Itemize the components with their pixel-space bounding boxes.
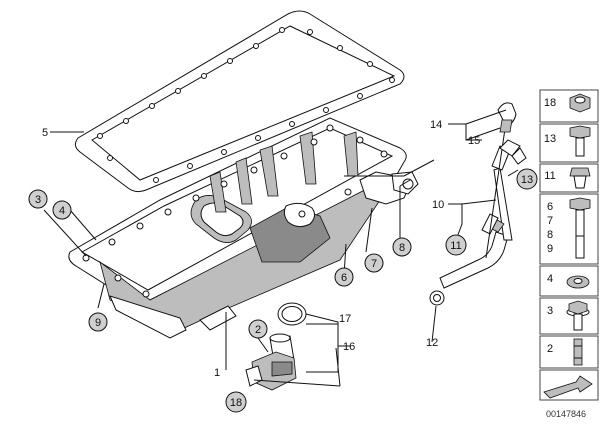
callout-bubbles: 3 4 9 2 18 6 7 8 xyxy=(28,168,538,413)
svg-text:13: 13 xyxy=(521,174,533,186)
callout-labels: 5 1 17 16 10 14 15 12 xyxy=(42,119,480,379)
gasket-holes xyxy=(97,27,395,183)
callout-15: 15 xyxy=(468,135,480,147)
svg-text:3: 3 xyxy=(35,194,41,206)
svg-text:8: 8 xyxy=(399,242,405,254)
callout-9: 9 xyxy=(88,312,108,332)
panel-row-2: 2 xyxy=(539,335,599,369)
panel-row-11: 11 xyxy=(539,163,599,193)
svg-text:13: 13 xyxy=(544,133,556,145)
hex-nut-icon xyxy=(569,93,591,113)
callout-4: 4 xyxy=(52,200,72,220)
callout-7: 7 xyxy=(364,253,384,273)
svg-text:7: 7 xyxy=(371,258,377,270)
panel-row-13: 13 xyxy=(539,123,599,163)
svg-text:11: 11 xyxy=(450,240,461,252)
sealing-ring xyxy=(429,290,445,306)
arrow-plate-icon xyxy=(543,375,593,399)
callout-18: 18 xyxy=(225,391,247,413)
plug-clip-icon xyxy=(569,167,591,189)
svg-text:6: 6 xyxy=(547,201,553,213)
panel-row-3: 3 xyxy=(539,297,599,335)
svg-text:11: 11 xyxy=(544,170,555,182)
svg-text:2: 2 xyxy=(547,343,553,355)
svg-text:3: 3 xyxy=(547,305,553,317)
svg-text:9: 9 xyxy=(547,243,553,255)
washer-icon xyxy=(566,275,590,289)
long-bolt-icon xyxy=(569,197,591,259)
callout-13: 13 xyxy=(516,168,538,190)
svg-text:9: 9 xyxy=(95,317,101,329)
callout-3: 3 xyxy=(28,189,48,209)
flange-bolt-icon xyxy=(566,300,590,331)
svg-text:4: 4 xyxy=(547,273,553,285)
oil-pan-gasket xyxy=(74,10,405,193)
oil-pan xyxy=(68,117,419,339)
callout-14: 14 xyxy=(430,119,442,131)
callout-11: 11 xyxy=(445,234,467,256)
callout-5: 5 xyxy=(42,127,48,139)
svg-text:7: 7 xyxy=(547,215,553,227)
grommet xyxy=(499,139,527,165)
svg-text:2: 2 xyxy=(255,324,261,336)
leader-lines xyxy=(43,109,519,387)
catalog-number: 00147846 xyxy=(546,409,586,419)
callout-1: 1 xyxy=(214,367,220,379)
panel-row-6-9: 6 7 8 9 xyxy=(539,193,599,265)
panel-row-18: 18 xyxy=(539,89,599,123)
callout-2: 2 xyxy=(248,319,268,339)
callout-17: 17 xyxy=(339,313,351,325)
o-ring xyxy=(277,302,307,326)
callout-8: 8 xyxy=(392,237,412,257)
callout-16: 16 xyxy=(343,341,355,353)
svg-text:6: 6 xyxy=(341,272,347,284)
hex-bolt-short-icon xyxy=(569,125,591,157)
callout-10: 10 xyxy=(432,199,444,211)
callout-12: 12 xyxy=(426,337,438,349)
svg-text:4: 4 xyxy=(59,205,65,217)
callout-6: 6 xyxy=(334,267,354,287)
svg-text:18: 18 xyxy=(230,397,242,409)
panel-row-4: 4 xyxy=(539,265,599,297)
stud-bolt-icon xyxy=(573,338,583,366)
panel-row-arrow xyxy=(539,369,599,401)
svg-text:18: 18 xyxy=(544,97,556,109)
svg-text:8: 8 xyxy=(547,229,553,241)
dipstick-guide-tube xyxy=(439,145,513,289)
side-panel: 18 13 11 6 7 xyxy=(539,89,599,401)
